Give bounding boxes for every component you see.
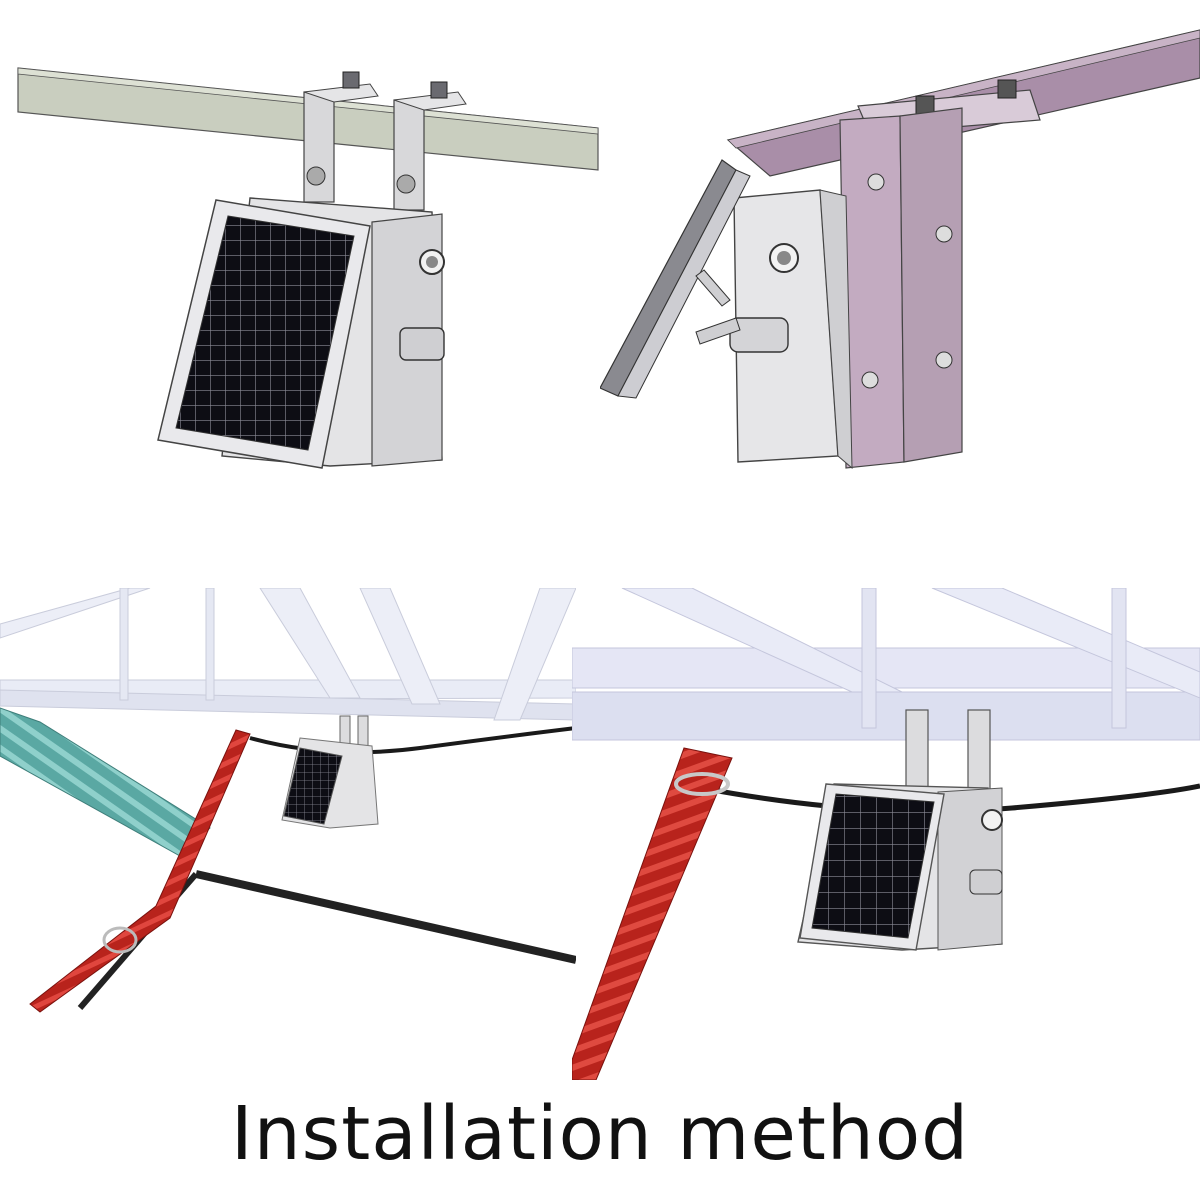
mounting-bracket: [899, 107, 963, 463]
side-view-svg: [600, 29, 1200, 470]
front-view-svg: [17, 67, 599, 469]
tower-wide-svg: [0, 588, 576, 1013]
steel-truss: [0, 588, 576, 721]
solar-cells: [175, 215, 355, 451]
bolt-icon: [430, 81, 448, 99]
latch-icon: [399, 327, 445, 361]
steel-truss: [572, 588, 1200, 741]
solar-cells: [811, 793, 935, 939]
side-view-diagram: [600, 0, 1200, 500]
teal-conductor: [0, 707, 211, 857]
red-insulator: [29, 729, 251, 1013]
hanging-bracket-right: [393, 99, 425, 211]
bolt-icon: [342, 71, 360, 89]
hanging-bracket-left: [303, 91, 335, 203]
caption-title: Installation method: [230, 1091, 970, 1177]
red-insulator: [572, 747, 733, 1080]
tower-close-svg: [572, 588, 1200, 1080]
front-view-diagram: [0, 0, 600, 500]
latch-icon: [969, 869, 1003, 895]
bolt-icon: [997, 79, 1017, 99]
tower-install-wide: [0, 588, 576, 1020]
bolt-icon: [915, 95, 935, 115]
cable-gland-icon: [981, 809, 1003, 831]
latch-icon: [729, 317, 789, 353]
solar-panel: [600, 159, 737, 397]
tower-install-close: [572, 588, 1200, 1080]
solar-panel: [283, 747, 343, 825]
black-cable: [195, 870, 576, 964]
